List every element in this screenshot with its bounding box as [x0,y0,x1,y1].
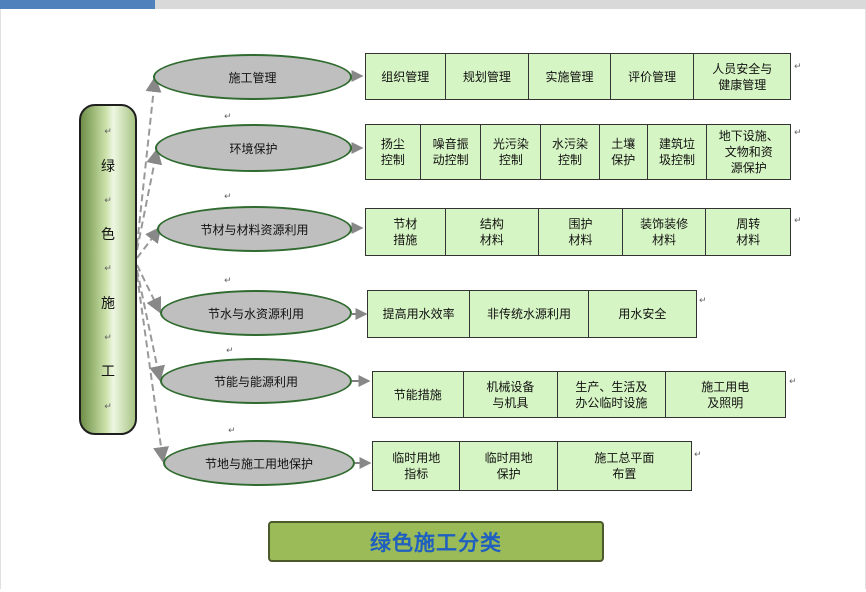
category-node: 节材与材料资源利用 [157,206,352,252]
paragraph-mark: ↵ [228,426,236,436]
item-cell: 节材措施 [366,209,446,255]
paragraph-mark: ↵ [104,195,112,206]
diagram-title: 绿色施工分类 [370,530,502,555]
item-cell: 实施管理 [529,54,611,99]
item-cell: 结构材料 [446,209,540,255]
item-cell: 装饰装修材料 [623,209,707,255]
paragraph-mark: ↵ [789,377,797,387]
paragraph-mark: ↵ [694,450,702,460]
root-char: 绿 [101,158,115,175]
item-cell: 扬尘控制 [366,125,421,179]
paragraph-mark: ↵ [226,346,234,356]
category-node: 节水与水资源利用 [160,290,352,336]
header-bar [155,0,866,9]
paragraph-mark: ↵ [104,333,112,344]
item-row-environment-protection: 扬尘控制 噪音振动控制 光污染控制 水污染控制 土壤保护 建筑垃圾控制 地下设施… [365,124,791,180]
item-row-material-saving: 节材措施 结构材料 围护材料 装饰装修材料 周转材料 [365,208,791,256]
category-node: 施工管理 [153,54,352,100]
paragraph-mark: ↵ [794,62,802,72]
diagram-title-box: 绿色施工分类 [268,521,604,562]
item-cell: 建筑垃圾控制 [648,125,708,179]
root-node-green-construction: ↵ 绿 ↵ 色 ↵ 施 ↵ 工 ↵ [79,104,137,435]
category-label: 节能与能源利用 [213,374,298,389]
category-node: 环境保护 [155,124,352,172]
item-cell: 施工用电及照明 [701,379,750,410]
category-label: 施工管理 [228,70,277,85]
category-label: 环境保护 [229,141,278,156]
paragraph-mark: ↵ [224,112,232,122]
category-label: 节水与水资源利用 [207,306,304,321]
item-row-energy-saving: 节能措施 机械设备与机具 生产、生活及办公临时设施 施工用电及照明 [372,371,786,418]
item-cell: 围护材料 [539,209,623,255]
item-cell: 临时用地指标 [373,442,461,490]
root-char: 色 [101,227,115,244]
item-cell: 临时用地保护 [460,442,558,490]
category-node: 节能与能源利用 [160,358,352,404]
item-cell: 人员安全与健康管理 [712,61,773,92]
root-char: 施 [101,295,115,312]
item-cell: 节能措施 [373,372,464,417]
paragraph-mark: ↵ [699,296,707,306]
item-cell: 机械设备与机具 [464,372,559,417]
item-cell: 提高用水效率 [368,291,471,337]
paragraph-mark: ↵ [104,264,112,275]
item-cell: 用水安全 [618,307,667,321]
header-accent-bar [0,0,155,9]
item-cell: 规划管理 [446,54,530,99]
category-label: 节地与施工用地保护 [204,456,313,471]
paragraph-mark: ↵ [794,216,802,226]
item-cell: 非传统水源利用 [470,291,589,337]
item-cell: 施工总平面布置 [594,451,655,481]
item-cell: 地下设施、文物和资源保护 [718,129,779,175]
item-cell: 光污染控制 [481,125,542,179]
item-cell: 周转材料 [736,217,761,247]
item-row-water-saving: 提高用水效率 非传统水源利用 用水安全 [367,290,697,338]
category-label: 节材与材料资源利用 [200,222,309,237]
item-cell: 组织管理 [366,54,446,99]
root-char: 工 [101,364,115,381]
category-node: 节地与施工用地保护 [163,440,355,486]
paragraph-mark: ↵ [104,127,112,138]
item-cell: 评价管理 [611,54,695,99]
paragraph-mark: ↵ [794,128,802,138]
item-cell: 水污染控制 [541,125,600,179]
item-cell: 土壤保护 [600,125,648,179]
paragraph-mark: ↵ [224,276,232,286]
paragraph-mark: ↵ [104,401,112,412]
item-cell: 生产、生活及办公临时设施 [558,372,666,417]
paragraph-mark: ↵ [224,192,232,202]
item-cell: 噪音振动控制 [421,125,482,179]
item-row-construction-management: 组织管理 规划管理 实施管理 评价管理 人员安全与健康管理 [365,53,791,100]
item-row-land-saving: 临时用地指标 临时用地保护 施工总平面布置 [372,441,692,491]
